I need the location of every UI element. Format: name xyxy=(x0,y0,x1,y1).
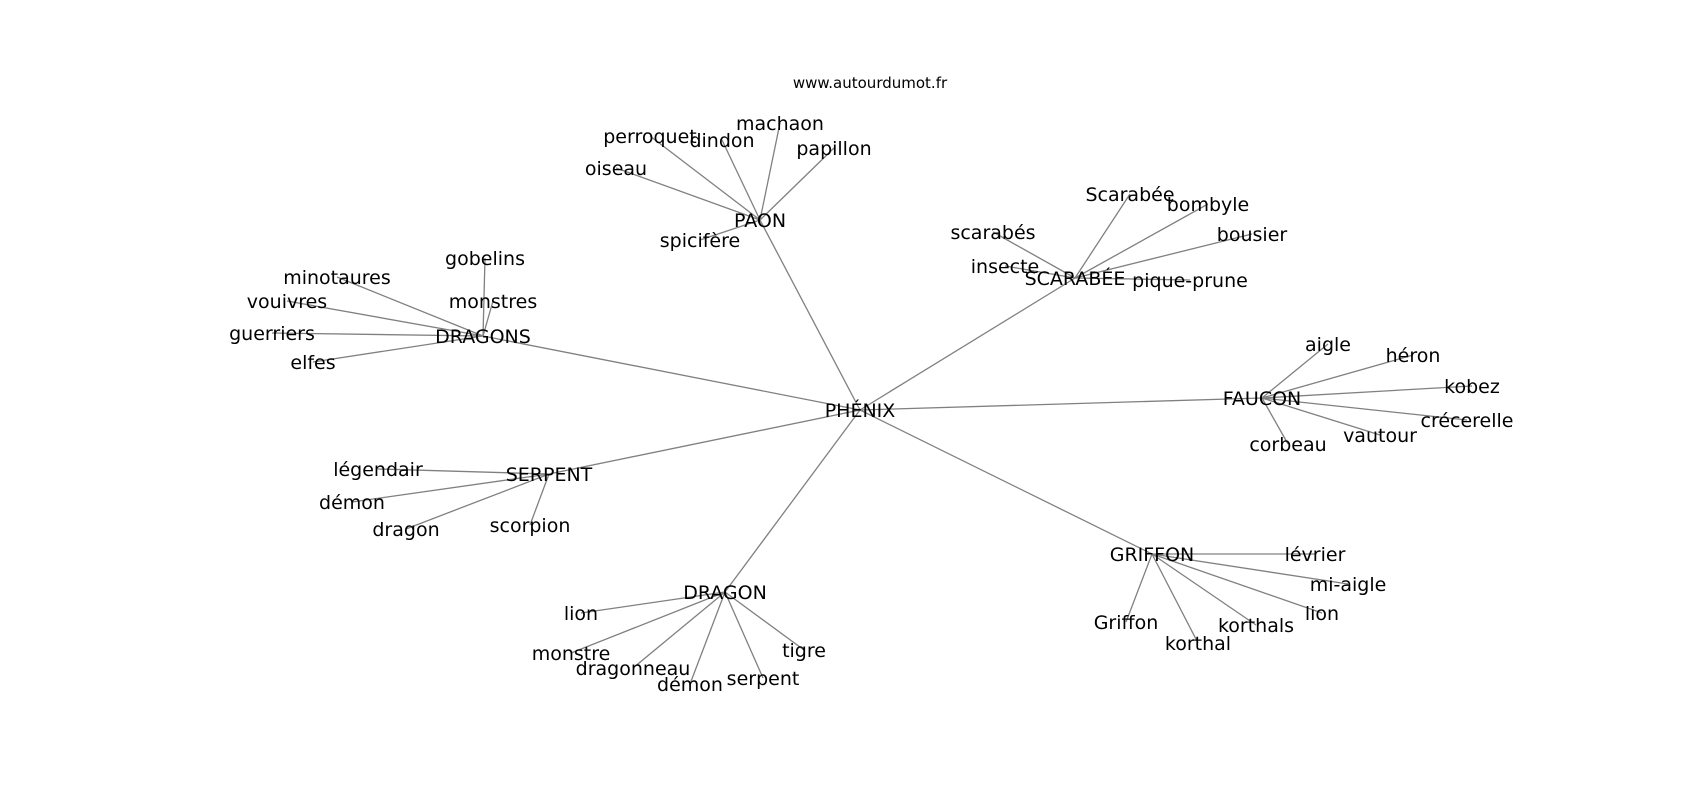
edge-dragons-vouivres xyxy=(286,300,484,337)
node-hub-faucon: FAUCON xyxy=(1223,388,1302,410)
edge-dragons-minotaures xyxy=(336,276,484,337)
edge-serpent-scorpion xyxy=(529,473,550,526)
node-leaf-faucon-heron: héron xyxy=(1386,345,1441,367)
edge-root-serpent xyxy=(548,409,861,475)
edge-dragons-gobelins xyxy=(482,257,486,337)
node-hub-griffon: GRIFFON xyxy=(1110,544,1195,566)
node-leaf-dragon-monstre: monstre xyxy=(532,643,611,665)
node-hub-scarabee: SCARABÉE xyxy=(1025,267,1126,290)
node-leaf-dragon-tigre: tigre xyxy=(782,640,826,662)
edge-faucon-kobez xyxy=(1261,385,1473,399)
edge-serpent-dragon xyxy=(405,473,550,530)
node-leaf-paon-oiseau: oiseau xyxy=(585,158,647,180)
node-leaf-dragons-vouivres: vouivres xyxy=(247,291,327,313)
edge-faucon-crecerelle xyxy=(1261,397,1468,421)
edge-paon-machaon xyxy=(759,122,781,221)
node-leaf-paon-perroquet: perroquet xyxy=(603,126,697,148)
edge-scarabee-pique-prune xyxy=(1074,277,1191,281)
edge-scarabee-scarabee xyxy=(1074,193,1131,279)
node-leaf-dragon-demon: démon xyxy=(657,674,723,696)
edge-griffon-lion xyxy=(1151,553,1323,614)
edge-dragon-serpent xyxy=(724,591,764,679)
edge-griffon-korthals xyxy=(1151,553,1257,626)
edge-scarabee-bousier xyxy=(1074,233,1253,279)
node-leaf-scarabee-scarabes: scarabés xyxy=(950,222,1035,244)
node-leaf-paon-machaon: machaon xyxy=(736,113,824,135)
node-leaf-griffon-korthals: korthals xyxy=(1218,615,1294,637)
node-leaf-serpent-dragon: dragon xyxy=(372,519,439,541)
edge-root-paon xyxy=(759,219,861,411)
node-leaf-griffon-griffon: Griffon xyxy=(1094,612,1159,634)
edge-griffon-mi-aigle xyxy=(1151,553,1349,585)
edge-root-faucon xyxy=(859,397,1263,411)
edge-scarabee-scarabes xyxy=(992,231,1076,279)
node-leaf-serpent-legendair: légendair xyxy=(333,459,423,481)
edge-dragon-tigre xyxy=(724,591,805,651)
node-leaf-faucon-aigle: aigle xyxy=(1305,334,1351,356)
node-hub-dragons: DRAGONS xyxy=(435,326,531,348)
node-leaf-dragons-guerriers: guerriers xyxy=(229,323,315,345)
node-leaf-scarabee-scarabee: Scarabée xyxy=(1085,184,1174,206)
node-leaf-griffon-levrier: lévrier xyxy=(1285,544,1346,566)
node-leaf-scarabee-bousier: bousier xyxy=(1217,224,1288,246)
edge-faucon-aigle xyxy=(1261,343,1329,399)
edge-griffon-korthal xyxy=(1151,553,1199,644)
edge-griffon-griffon xyxy=(1125,553,1153,623)
source-label: www.autourdumot.fr xyxy=(793,74,948,92)
node-leaf-scarabee-pique-prune: pique-prune xyxy=(1132,270,1248,292)
node-leaf-dragons-monstres: monstres xyxy=(449,291,538,313)
node-hub-serpent: SERPENT xyxy=(506,464,593,486)
edge-root-griffon xyxy=(859,409,1153,555)
node-leaf-scarabee-insecte: insecte xyxy=(971,256,1040,278)
node-leaf-dragon-lion: lion xyxy=(564,603,598,625)
graph-edges xyxy=(271,122,1473,685)
node-leaf-griffon-lion: lion xyxy=(1305,603,1339,625)
node-leaf-dragons-elfes: elfes xyxy=(290,352,335,374)
node-leaf-scarabee-bombyle: bombyle xyxy=(1167,194,1249,216)
node-leaf-paon-dindon: dindon xyxy=(689,130,754,152)
node-leaf-dragon-dragonneau: dragonneau xyxy=(576,658,691,680)
node-leaf-griffon-mi-aigle: mi-aigle xyxy=(1310,574,1387,596)
edge-paon-spicifere xyxy=(699,219,761,241)
node-leaf-griffon-korthal: korthal xyxy=(1165,633,1231,655)
edge-dragon-lion xyxy=(580,591,726,614)
edge-dragon-monstre xyxy=(570,591,726,654)
edge-serpent-demon xyxy=(351,473,550,503)
edge-paon-dindon xyxy=(721,139,761,221)
node-leaf-dragons-minotaures: minotaures xyxy=(283,267,391,289)
node-leaf-faucon-corbeau: corbeau xyxy=(1249,434,1326,456)
node-leaf-dragons-gobelins: gobelins xyxy=(445,248,525,270)
node-leaf-serpent-demon: démon xyxy=(319,492,385,514)
edge-dragons-elfes xyxy=(312,335,484,363)
edge-faucon-corbeau xyxy=(1261,397,1289,445)
edge-root-dragon xyxy=(724,409,861,593)
edge-faucon-vautour xyxy=(1261,397,1381,436)
edge-root-scarabee xyxy=(859,277,1076,411)
node-leaf-paon-papillon: papillon xyxy=(796,138,871,160)
node-root-phenix: PHÉNIX xyxy=(825,399,896,422)
node-leaf-faucon-kobez: kobez xyxy=(1444,376,1500,398)
edge-root-dragons xyxy=(482,335,861,411)
node-leaf-paon-spicifere: spicifère xyxy=(660,230,740,252)
edge-paon-papillon xyxy=(759,147,835,221)
edge-scarabee-insecte xyxy=(1004,265,1076,279)
edge-serpent-legendair xyxy=(377,468,550,475)
node-leaf-faucon-crecerelle: crécerelle xyxy=(1421,410,1514,432)
node-hub-dragon: DRAGON xyxy=(683,582,767,604)
node-leaf-faucon-vautour: vautour xyxy=(1343,425,1417,447)
edge-scarabee-bombyle xyxy=(1074,203,1209,279)
edge-dragons-monstres xyxy=(482,300,494,337)
node-leaf-dragon-serpent: serpent xyxy=(727,668,800,690)
node-hub-paon: PAON xyxy=(734,210,786,232)
edge-dragon-dragonneau xyxy=(632,591,726,669)
edge-faucon-heron xyxy=(1261,354,1414,399)
edge-paon-perroquet xyxy=(649,135,761,221)
edge-dragons-guerriers xyxy=(271,332,484,337)
node-leaf-serpent-scorpion: scorpion xyxy=(490,515,571,537)
edge-paon-oiseau xyxy=(615,167,761,221)
edge-dragon-demon xyxy=(689,591,726,685)
